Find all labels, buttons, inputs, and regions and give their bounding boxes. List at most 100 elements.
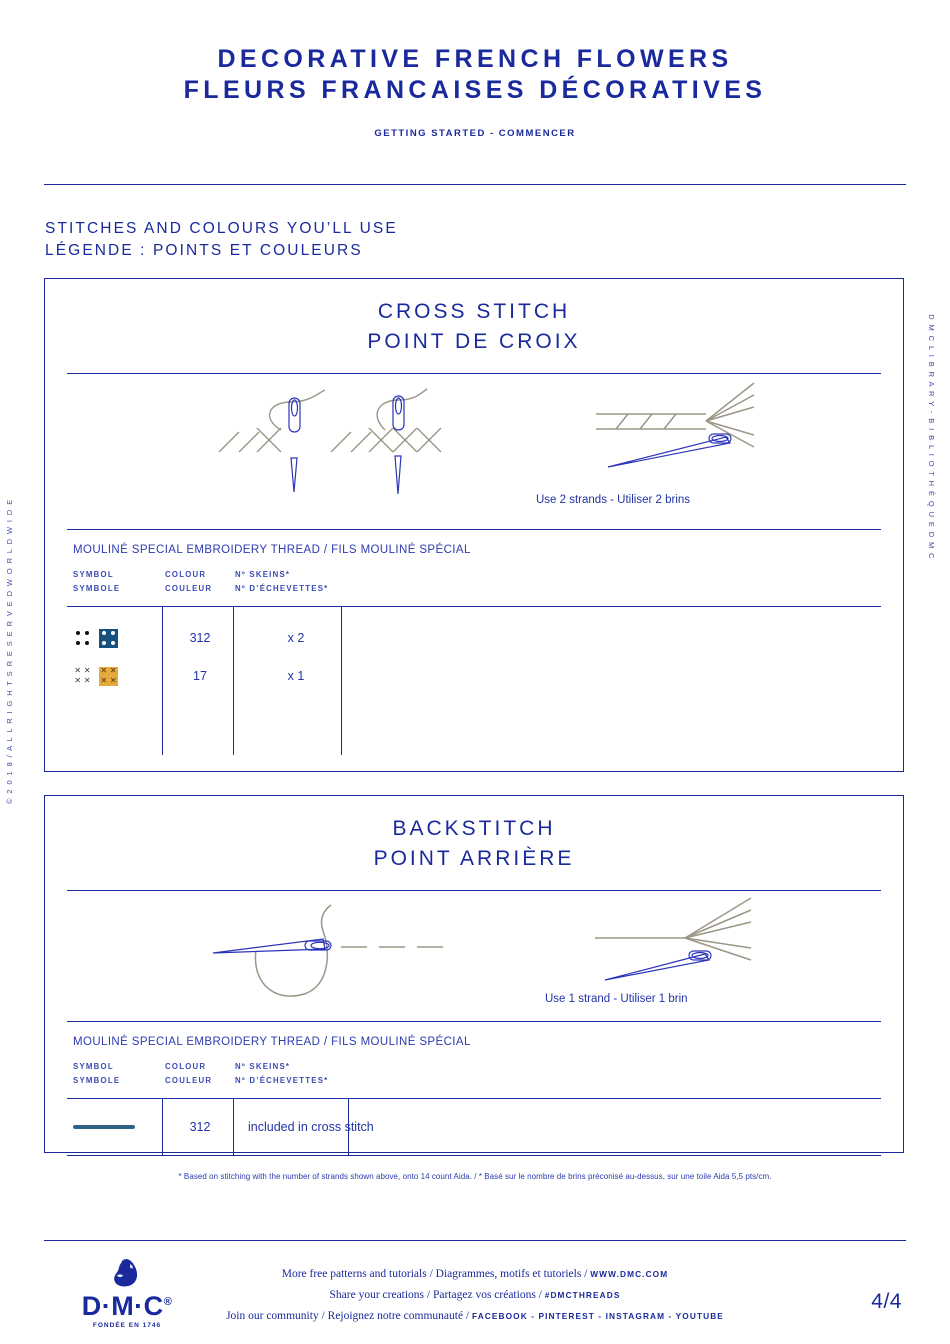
cross-stitch-table-body: 312 x 2 ✕ ✕ ✕ ✕ ✕ ✕ ✕ ✕ bbox=[45, 607, 903, 755]
backstitch-thread-block: MOULINÉ SPECIAL EMBROIDERY THREAD / FILS… bbox=[45, 1022, 903, 1156]
backstitch-table-rule bbox=[67, 1098, 881, 1099]
cross-stitch-title-en: CROSS STITCH bbox=[377, 300, 571, 323]
table-column-divider-1 bbox=[162, 607, 163, 755]
dot-icon bbox=[101, 640, 106, 645]
column-header-skeins-en: Nº SKEINS* bbox=[235, 1062, 291, 1071]
skeins-cell: included in cross stitch bbox=[248, 1120, 374, 1134]
x-icon: ✕ bbox=[74, 675, 82, 685]
column-header-skeins-en: Nº SKEINS* bbox=[235, 570, 291, 579]
dot-icon bbox=[85, 640, 90, 645]
footer-row3-text: Join our community / Rejoignez notre com… bbox=[226, 1310, 472, 1322]
skeins-cell: x 2 bbox=[287, 631, 305, 645]
dot-icon bbox=[111, 631, 116, 636]
cross-stitch-panel: CROSS STITCH POINT DE CROIX bbox=[44, 278, 904, 772]
table-row: 312 included in cross stitch bbox=[45, 1106, 903, 1148]
column-header-colour-fr: COULEUR bbox=[165, 583, 213, 593]
x-icon: ✕ bbox=[109, 666, 117, 676]
column-header-skeins: Nº SKEINS* Nº D’ÉCHEVETTES* bbox=[235, 1060, 328, 1087]
backstitch-column-headers: SYMBOL SYMBOLE COLOUR COULEUR Nº SKEINS*… bbox=[45, 1060, 903, 1098]
x-icon: ✕ bbox=[83, 666, 91, 676]
table-column-divider-1 bbox=[162, 1099, 163, 1155]
legend-heading: STITCHES AND COLOURS YOU’LL USE LÉGENDE … bbox=[45, 218, 398, 262]
backstitch-diagram-icon bbox=[212, 904, 443, 997]
cross-stitch-title-divider bbox=[67, 373, 881, 374]
four-x-plain-icon: ✕ ✕ ✕ ✕ bbox=[73, 667, 92, 686]
divider-top bbox=[44, 184, 906, 185]
colour-cell: 312 bbox=[189, 631, 211, 645]
backstitch-thread-title: MOULINÉ SPECIAL EMBROIDERY THREAD / FILS… bbox=[73, 1036, 471, 1048]
cross-stitch-thread-title: MOULINÉ SPECIAL EMBROIDERY THREAD / FILS… bbox=[73, 544, 471, 556]
page-number: 4/4 bbox=[871, 1290, 902, 1313]
x-icon: ✕ bbox=[83, 675, 91, 685]
cross-stitch-illus-divider bbox=[67, 529, 881, 530]
column-header-symbol-fr: SYMBOLE bbox=[73, 583, 121, 593]
dot-icon bbox=[75, 640, 80, 645]
cross-stitch-strand-note: Use 2 strands - Utiliser 2 brins bbox=[536, 494, 691, 506]
footer-row-community: Join our community / Rejoignez notre com… bbox=[0, 1306, 950, 1327]
column-header-colour: COLOUR COULEUR bbox=[165, 568, 212, 595]
backstitch-title-divider bbox=[67, 890, 881, 891]
solid-line-swatch-icon bbox=[73, 1125, 135, 1129]
horse-head-icon bbox=[114, 1258, 138, 1287]
x-icon: ✕ bbox=[100, 675, 108, 685]
backstitch-illustration-area: Use 1 strand - Utiliser 1 brin bbox=[45, 891, 903, 1021]
column-header-skeins-fr: Nº D’ÉCHEVETTES* bbox=[235, 583, 329, 593]
footer-row2-text: Share your creations / Partagez vos créa… bbox=[329, 1289, 545, 1301]
four-dots-plain-icon bbox=[73, 629, 92, 648]
column-header-symbol: SYMBOL SYMBOLE bbox=[73, 1060, 120, 1087]
footer-row1-text: More free patterns and tutorials / Diagr… bbox=[281, 1268, 591, 1280]
footer-website-link[interactable]: WWW.DMC.COM bbox=[590, 1269, 669, 1279]
page-title: DECORATIVE FRENCH FLOWERS FLEURS FRANCAI… bbox=[0, 44, 950, 139]
footer-links: More free patterns and tutorials / Diagr… bbox=[0, 1264, 950, 1327]
column-header-skeins: Nº SKEINS* Nº D’ÉCHEVETTES* bbox=[235, 568, 328, 595]
footer-row-share: Share your creations / Partagez vos créa… bbox=[0, 1285, 950, 1306]
dot-icon bbox=[75, 631, 80, 636]
table-row: ✕ ✕ ✕ ✕ ✕ ✕ ✕ ✕ 17 x 1 bbox=[45, 655, 903, 697]
footer-row-patterns: More free patterns and tutorials / Diagr… bbox=[0, 1264, 950, 1285]
two-strands-needle-icon bbox=[596, 382, 755, 468]
dot-icon bbox=[85, 631, 90, 636]
cross-stitch-title-fr: POINT DE CROIX bbox=[367, 330, 581, 353]
cross-stitch-diagram-icon bbox=[218, 388, 442, 495]
column-header-symbol-fr: SYMBOLE bbox=[73, 1075, 121, 1085]
footnote: * Based on stitching with the number of … bbox=[178, 1172, 772, 1181]
column-header-symbol-en: SYMBOL bbox=[73, 570, 114, 579]
legend-heading-en: STITCHES AND COLOURS YOU’LL USE bbox=[45, 220, 398, 237]
backstitch-title-en: BACKSTITCH bbox=[392, 817, 556, 840]
table-column-divider-3 bbox=[341, 607, 342, 755]
backstitch-illus-divider bbox=[67, 1021, 881, 1022]
table-column-divider-3 bbox=[348, 1099, 349, 1155]
cross-stitch-panel-title: CROSS STITCH POINT DE CROIX bbox=[45, 279, 903, 373]
cross-stitch-illustration-area: Use 2 strands - Utiliser 2 brins bbox=[45, 374, 903, 529]
colour-cell: 312 bbox=[189, 1120, 211, 1134]
dmc-tagline: FONDÉE EN 1746 bbox=[92, 1322, 162, 1329]
legend-heading-fr: LÉGENDE : POINTS ET COULEURS bbox=[45, 242, 363, 259]
column-header-colour-en: COLOUR bbox=[165, 570, 207, 579]
column-header-skeins-fr: Nº D’ÉCHEVETTES* bbox=[235, 1075, 329, 1085]
title-french: FLEURS FRANCAISES DÉCORATIVES bbox=[183, 76, 767, 104]
library-rail: D M C L I B R A R Y - B I B L I O T H È … bbox=[927, 314, 936, 560]
backstitch-panel: BACKSTITCH POINT ARRIÈRE bbox=[44, 795, 904, 1156]
column-header-colour-en: COLOUR bbox=[165, 1062, 207, 1071]
backstitch-table-body: 312 included in cross stitch bbox=[45, 1099, 903, 1155]
four-x-swatch-icon: ✕ ✕ ✕ ✕ bbox=[99, 666, 118, 686]
table-column-divider-2 bbox=[233, 1099, 234, 1155]
dmc-wordmark: D·M·C® bbox=[81, 1291, 173, 1321]
symbol-cell: ✕ ✕ ✕ ✕ ✕ ✕ ✕ ✕ bbox=[73, 655, 163, 697]
symbol-cell bbox=[73, 1106, 163, 1148]
cross-stitch-column-headers: SYMBOL SYMBOLE COLOUR COULEUR Nº SKEINS*… bbox=[45, 568, 903, 606]
backstitch-panel-title: BACKSTITCH POINT ARRIÈRE bbox=[45, 796, 903, 890]
x-icon: ✕ bbox=[100, 666, 108, 676]
dot-icon bbox=[111, 640, 116, 645]
footer-hashtag-link[interactable]: #DMCTHREADS bbox=[544, 1290, 621, 1300]
footer-social-links[interactable]: FACEBOOK - PINTEREST - INSTAGRAM - YOUTU… bbox=[472, 1311, 724, 1321]
backstitch-strand-note: Use 1 strand - Utiliser 1 brin bbox=[545, 993, 688, 1005]
four-dots-swatch-icon bbox=[99, 628, 118, 648]
copyright-rail: © 2 0 1 8 / A L L R I G H T S R E S E R … bbox=[5, 498, 14, 804]
backstitch-title-fr: POINT ARRIÈRE bbox=[373, 847, 575, 870]
backstitch-table-bottom-rule bbox=[67, 1155, 881, 1156]
title-english: DECORATIVE FRENCH FLOWERS bbox=[217, 45, 733, 73]
dot-icon bbox=[101, 631, 106, 636]
column-header-symbol: SYMBOL SYMBOLE bbox=[73, 568, 120, 595]
symbol-cell bbox=[73, 617, 163, 659]
